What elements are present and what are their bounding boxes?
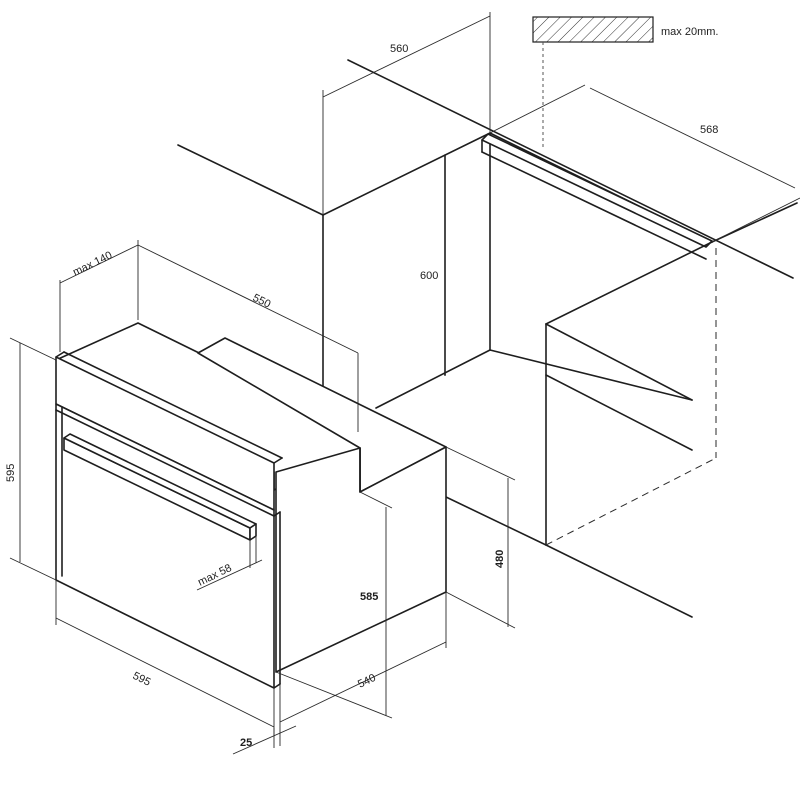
worktop-niche-front-edge: [322, 132, 491, 216]
dim-niche-depth: 560: [322, 12, 491, 215]
worktop-right-edge: [711, 202, 798, 243]
body-depth-label: 540: [356, 672, 378, 691]
dim-max-thickness: max 20mm.: [532, 16, 718, 150]
front-thickness-label: 25: [240, 737, 252, 749]
floor-edge: [445, 496, 547, 546]
right-cabinet-shelf-edge: [545, 323, 693, 401]
max-panel-label: max 140: [71, 249, 114, 278]
cabinet-niche: [177, 59, 798, 618]
niche-width-label: 568: [700, 124, 718, 136]
worktop-back-edge: [347, 59, 794, 279]
right-cabinet-bottom-edge: [545, 544, 693, 618]
niche-height-label: 600: [420, 270, 438, 282]
dim-front-thickness: 25: [232, 725, 297, 755]
dim-niche-width: 568: [489, 84, 800, 243]
body-height-label: 585: [360, 591, 378, 603]
dim-niche-height: 600: [420, 270, 438, 282]
dim-oven-height: 595: [5, 337, 57, 581]
oven-width-label: 595: [131, 670, 153, 689]
niche-floor-left: [375, 349, 491, 409]
max-thickness-label: max 20mm.: [661, 26, 718, 38]
worktop-thickness-hatch: [532, 16, 654, 43]
worktop-left-front-edge: [177, 144, 324, 216]
niche-floor-back: [489, 349, 693, 401]
dim-cutout-height: 480: [445, 446, 516, 629]
niche-depth-label: 560: [390, 43, 408, 55]
dim-body-height: 585: [275, 491, 393, 719]
oven-depth-label: 550: [251, 292, 273, 311]
top-rail-strip: [481, 133, 713, 248]
oven-height-label: 595: [5, 464, 17, 482]
cutout-height-label: 480: [494, 550, 506, 568]
hidden-floor-edge: [545, 457, 717, 546]
right-cabinet-top-edge: [545, 241, 713, 325]
